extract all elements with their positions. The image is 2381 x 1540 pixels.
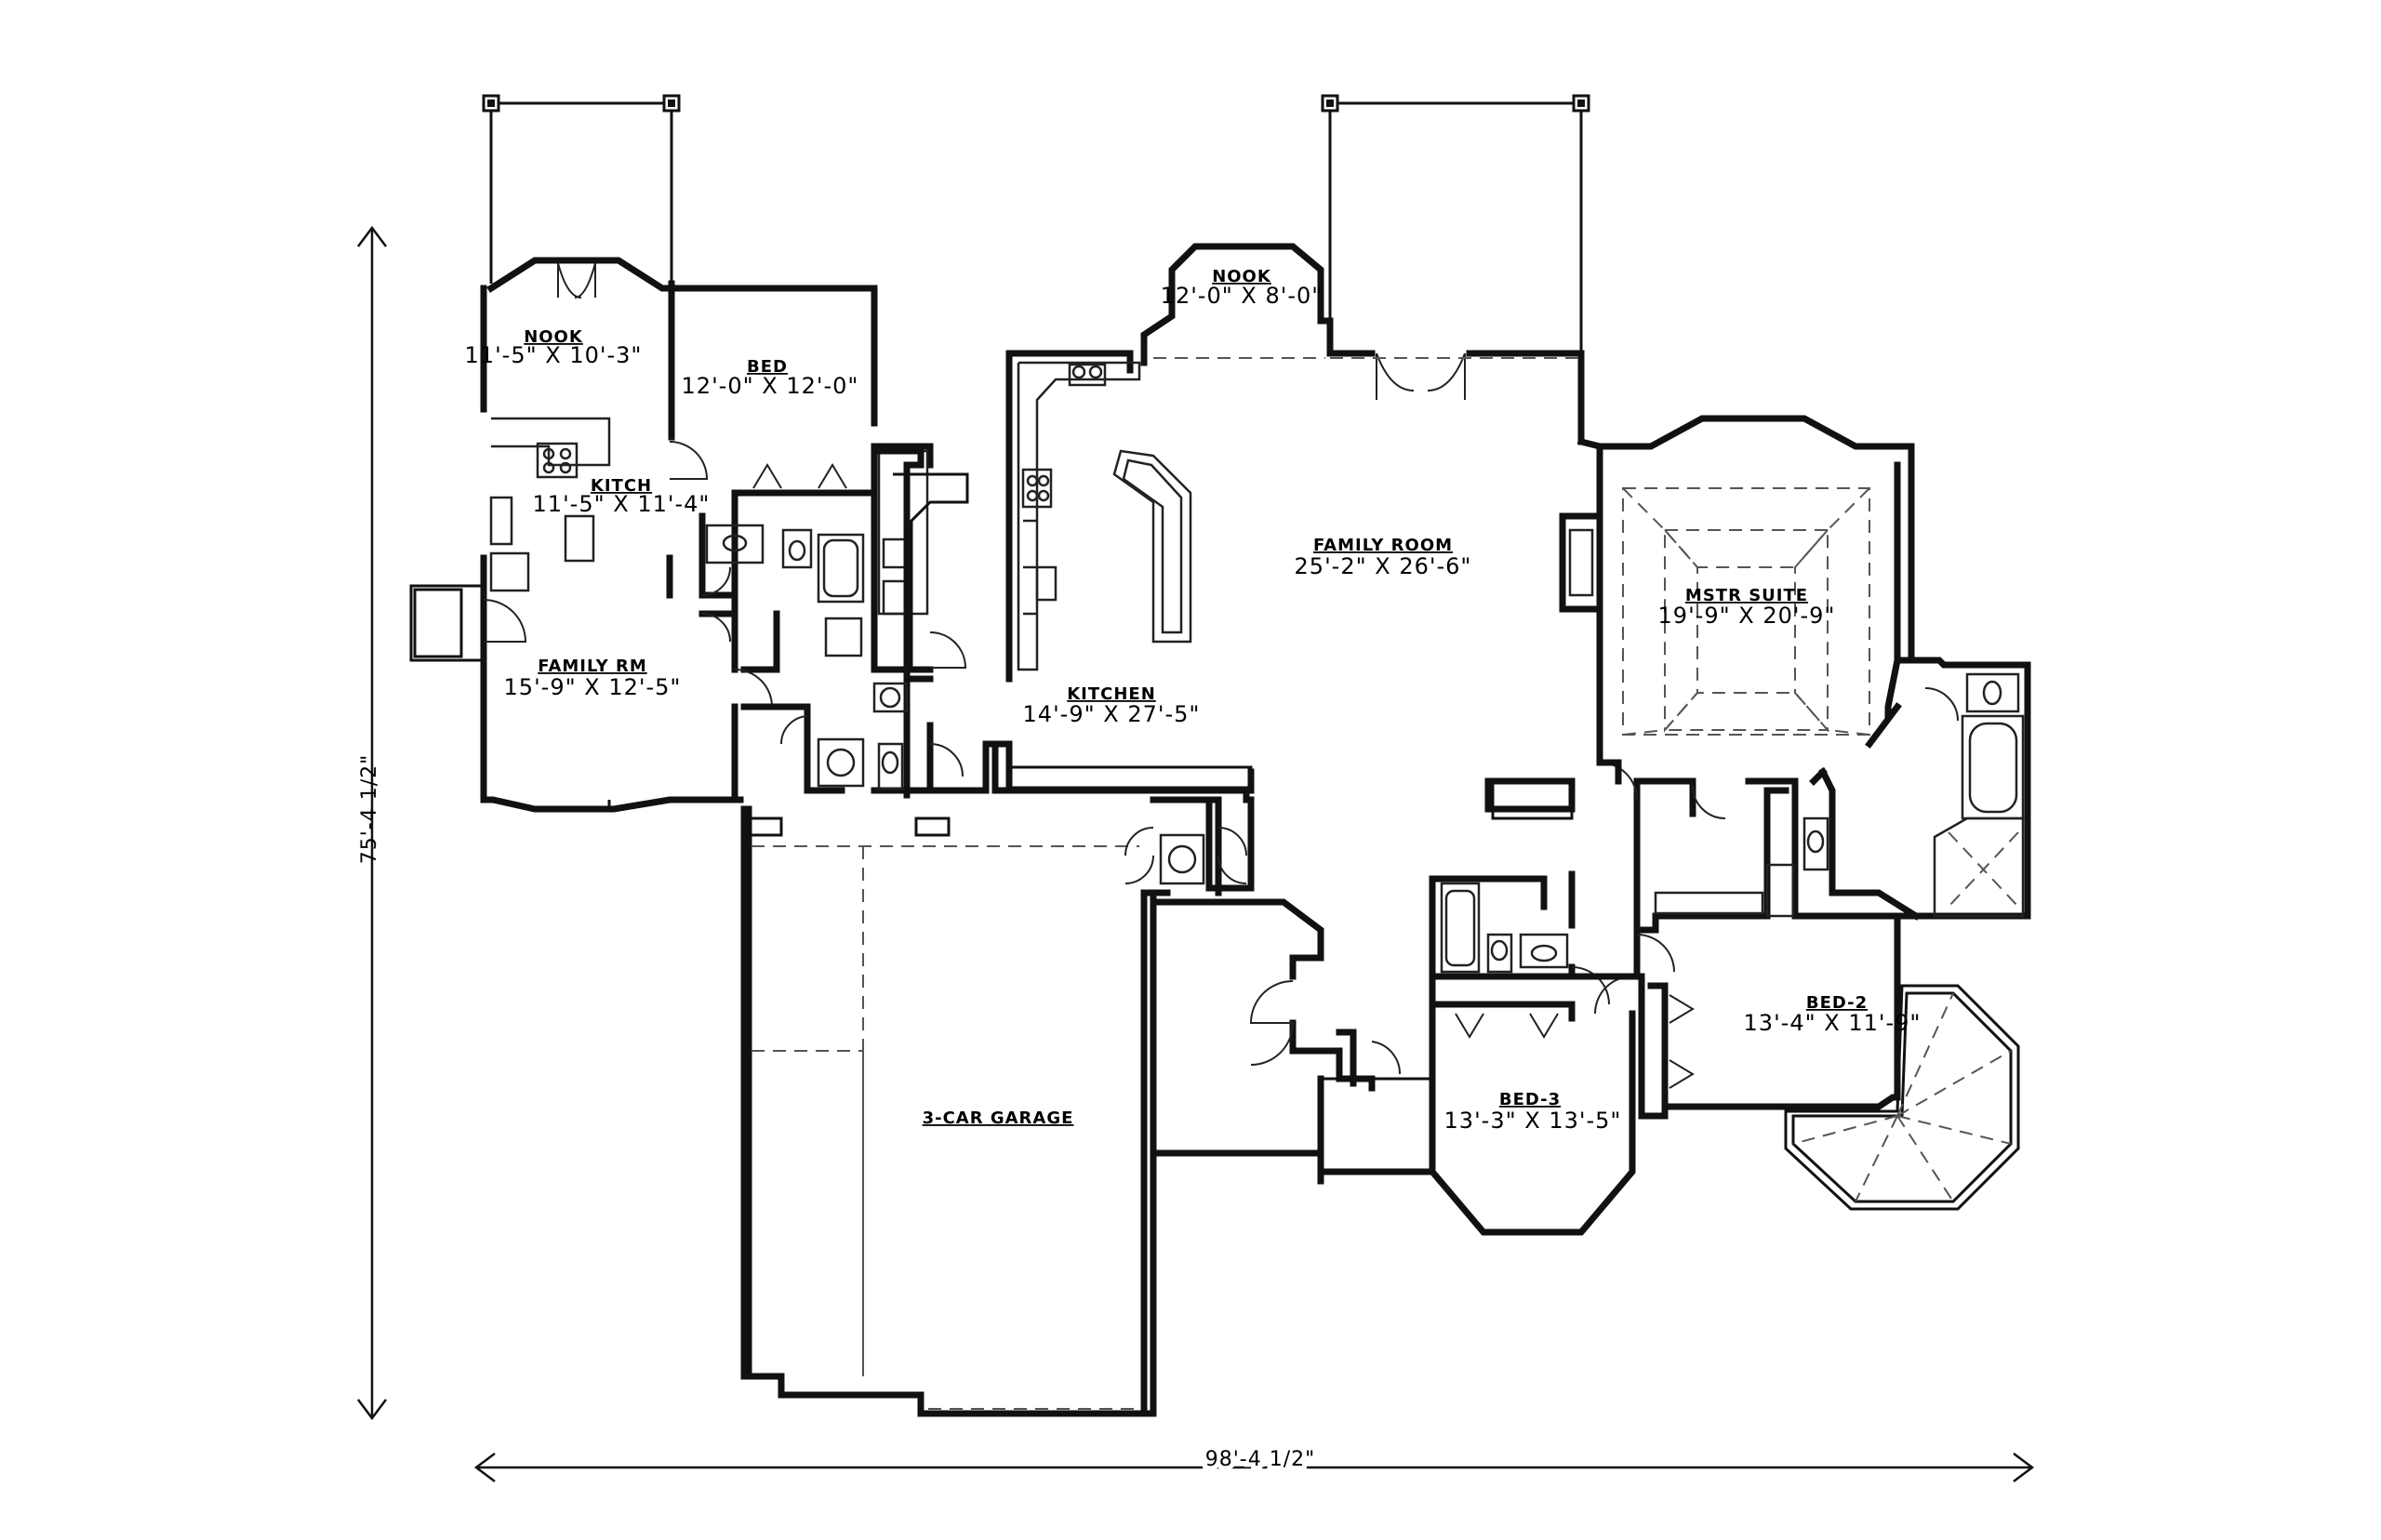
room-size-bed: 12'-0" X 12'-0"	[682, 373, 859, 399]
room-name-bed: BED	[747, 357, 788, 377]
room-size-kitch: 11'-5" X 11'-4"	[533, 491, 711, 517]
room-name-nook-center: NOOK	[1212, 267, 1271, 286]
room-name-kitch: KITCH	[591, 476, 652, 496]
depth-dimension: 75'-4 1/2"	[358, 754, 381, 865]
left-wing-walls	[409, 257, 878, 813]
dimension-lines	[357, 225, 2035, 1482]
center-walls	[871, 243, 1603, 813]
room-name-nook-left: NOOK	[524, 327, 583, 347]
room-size-family-rm: 15'-9" X 12'-5"	[504, 674, 682, 700]
room-name-kitchen: KITCHEN	[1067, 684, 1156, 704]
room-name-family-room: FAMILY ROOM	[1313, 536, 1453, 555]
room-size-kitchen: 14'-9" X 27'-5"	[1023, 701, 1201, 727]
width-dimension: 98'-4 1/2"	[1205, 1448, 1316, 1471]
room-size-nook-center: 12'-0" X 8'-0"	[1161, 283, 1324, 309]
room-name-garage: 3-CAR GARAGE	[923, 1109, 1074, 1128]
master-suite-walls	[1491, 415, 2031, 934]
garage-walls	[740, 796, 1436, 1417]
room-size-bed-2: 13'-4" X 11'-9"	[1744, 1010, 1922, 1036]
room-name-mstr-suite: MSTR SUITE	[1685, 586, 1808, 605]
room-size-bed-3: 13'-3" X 13'-5"	[1444, 1108, 1622, 1134]
room-size-mstr-suite: 19'-9" X 20'-9"	[1658, 603, 1836, 629]
bedrooms-walls	[1429, 870, 2020, 1236]
room-name-bed-2: BED-2	[1806, 993, 1868, 1013]
room-name-family-rm: FAMILY RM	[538, 657, 647, 676]
room-size-family-room: 25'-2" X 26'-6"	[1295, 553, 1472, 579]
room-name-bed-3: BED-3	[1499, 1090, 1561, 1109]
center-porch	[1321, 94, 1590, 353]
left-porch	[482, 94, 681, 284]
room-size-nook-left: 11'-5" X 10'-3"	[465, 342, 643, 368]
